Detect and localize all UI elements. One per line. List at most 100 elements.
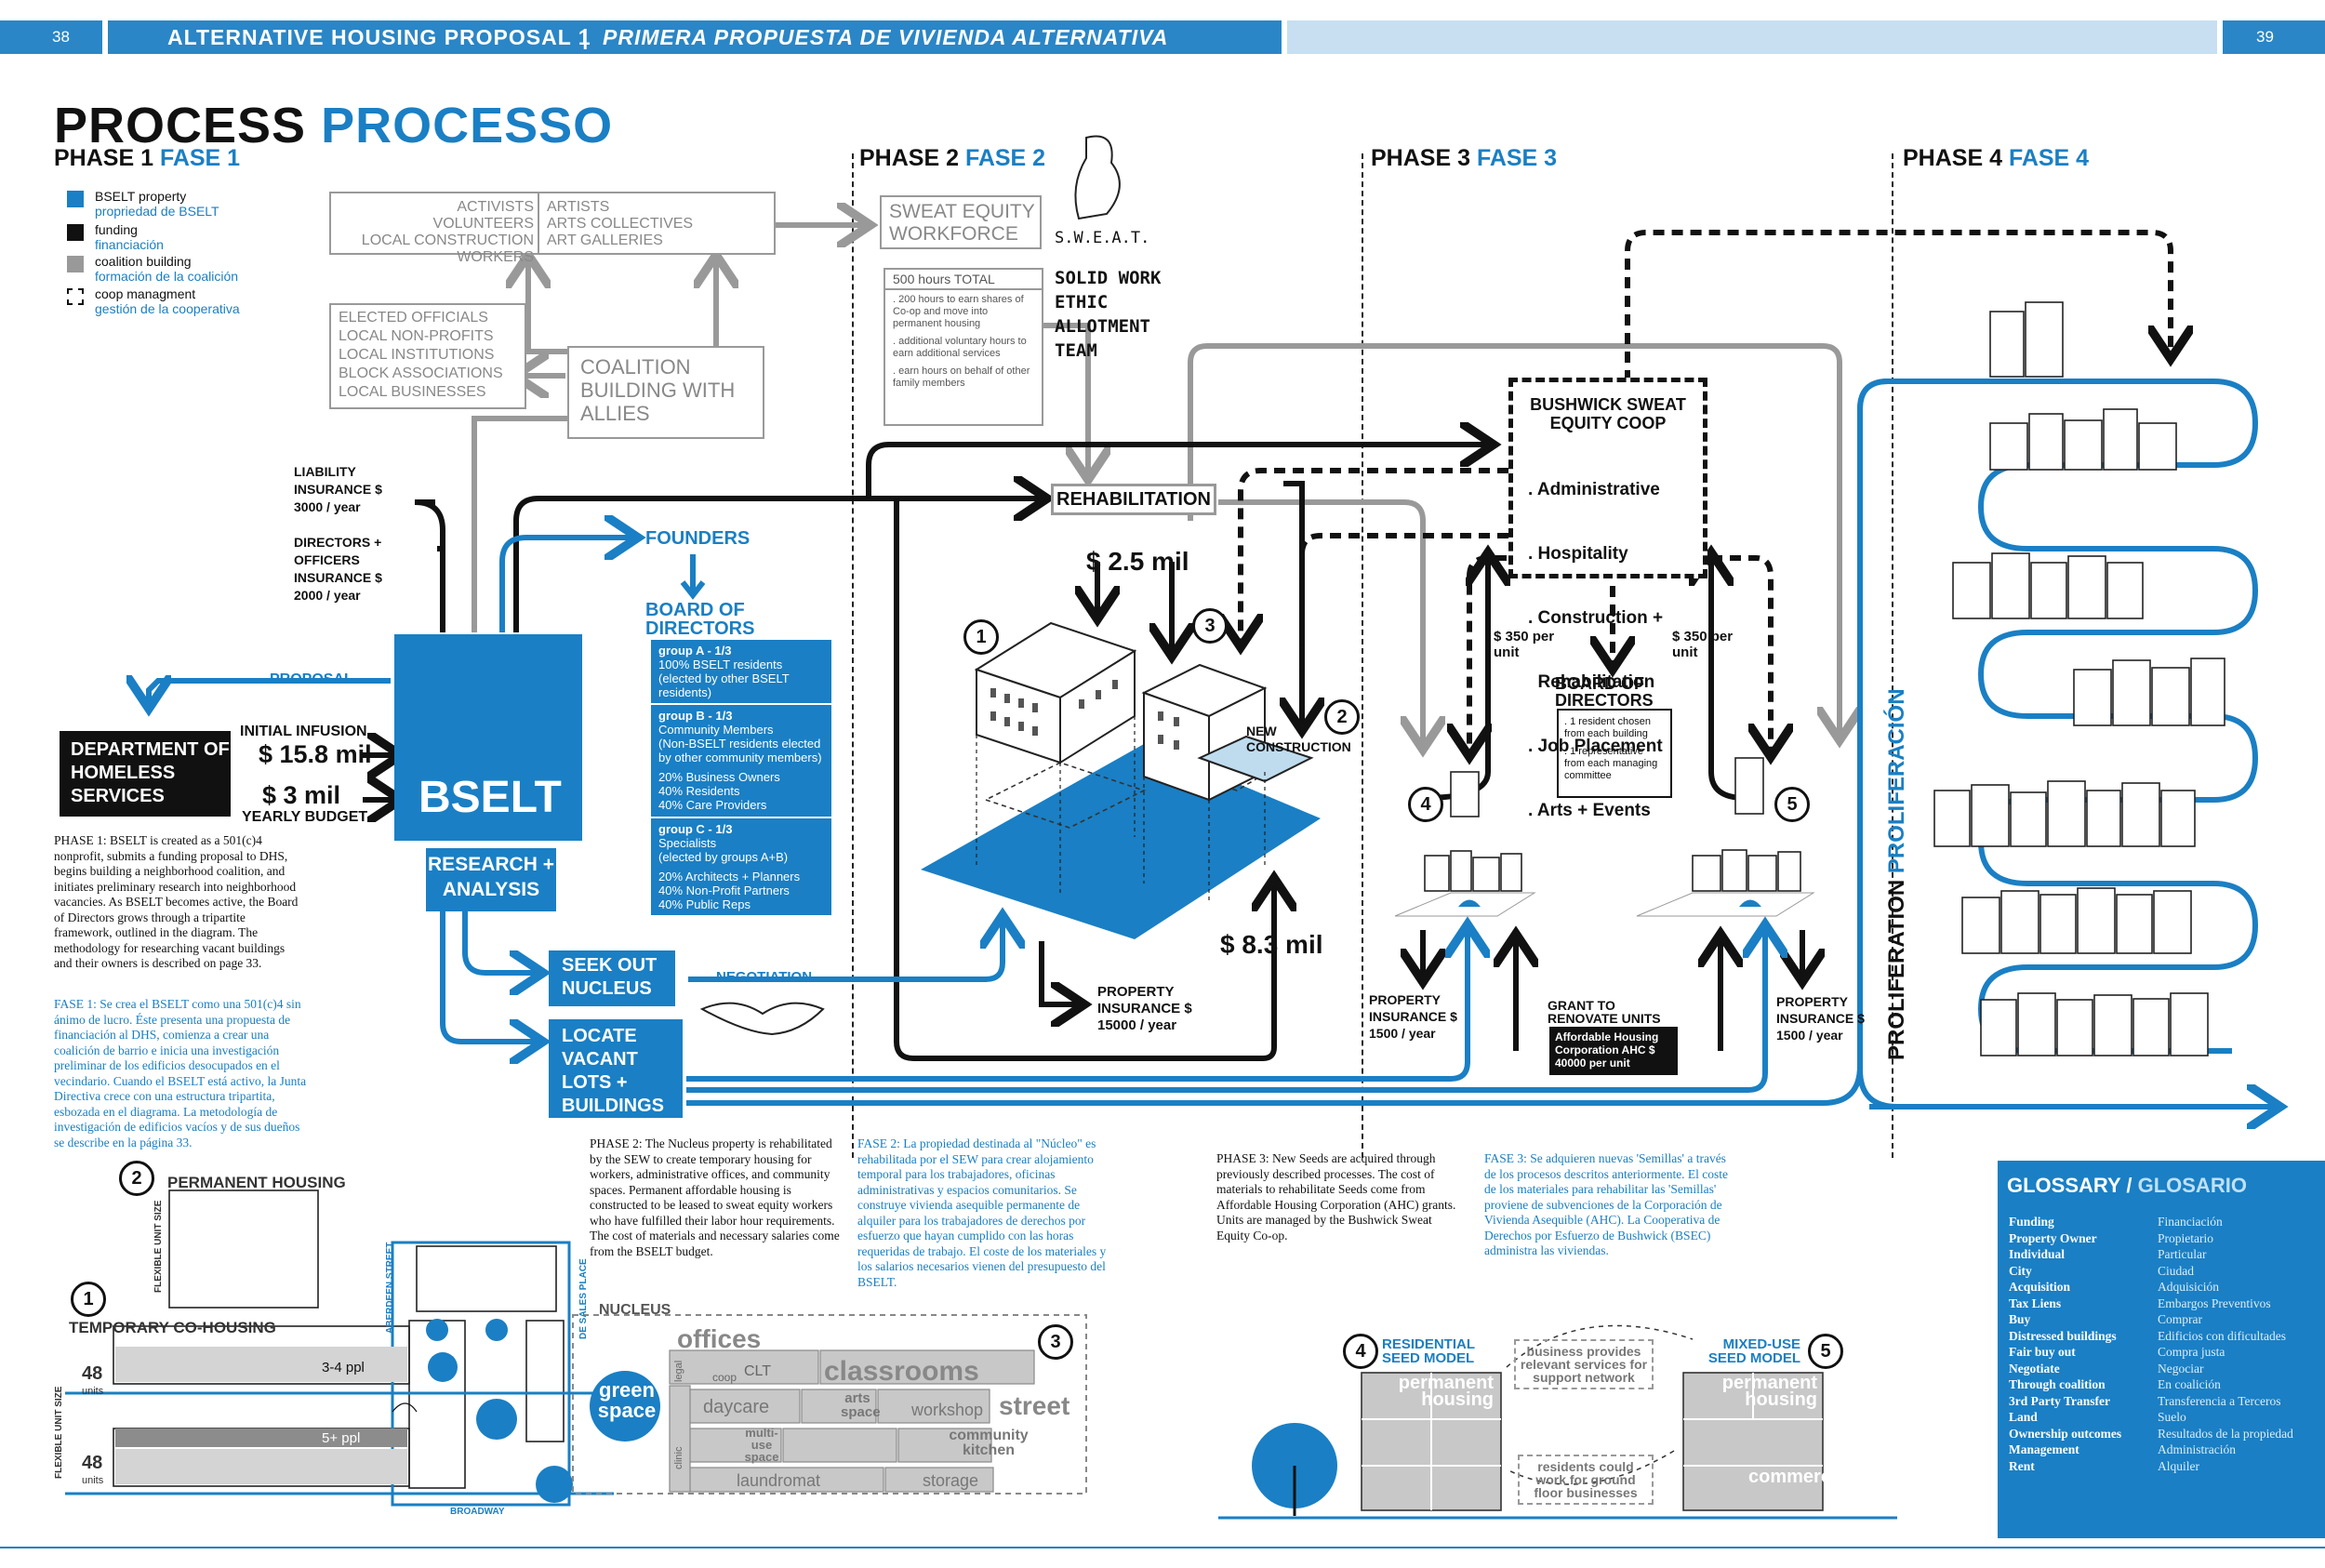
coop-item: . Administrative (1528, 480, 1660, 499)
glossary-term-en: Tax Liens (2009, 1296, 2062, 1310)
page-title-es: PROCESSO (321, 98, 614, 153)
street-aberdeen: ABERDEEN STREET (385, 1242, 395, 1334)
founders-arrow (680, 554, 706, 600)
negotiation-label: NEGOTIATION (716, 969, 813, 985)
glossary-term-en: Land (2009, 1410, 2038, 1424)
glossary-term-en: Management (2009, 1442, 2079, 1456)
board-title: BOARD OF DIRECTORS (645, 600, 755, 639)
initial-infusion-value: $ 15.8 mil (259, 740, 372, 768)
legend-swatch-dashed (67, 288, 84, 305)
header-bar-right (1287, 20, 2217, 54)
elected-line: LOCAL NON-PROFITS (339, 328, 494, 344)
coalition-activists-box: ACTIVISTS VOLUNTEERS LOCAL CONSTRUCTION … (329, 192, 776, 265)
program-kitchen: community kitchen (949, 1428, 1029, 1458)
units-value-2: 48 (82, 1453, 103, 1473)
ahc-box: Affordable Housing Corporation AHC $ 400… (1549, 1027, 1678, 1075)
program-offices: offices (677, 1324, 762, 1353)
phase-divider-2 (852, 153, 854, 1158)
glossary-term-en: Fair buy out (2009, 1345, 2076, 1359)
glossary-title: GLOSSARY / GLOSARIO (2007, 1174, 2247, 1197)
seek-nucleus-box: SEEK OUT NUCLEUS (549, 950, 675, 1006)
elected-line: LOCAL BUSINESSES (339, 384, 486, 400)
legend-swatch-black (67, 224, 84, 241)
proliferation-label: PROLIFERATION PROLIFERACIÓN (1884, 688, 1909, 1060)
glossary-term-es: Financiación (2158, 1215, 2223, 1229)
coop-title: BUSHWICK SWEAT EQUITY COOP (1530, 395, 1686, 432)
residential-seed-label: RESIDENTIAL SEED MODEL (1382, 1336, 1475, 1366)
program-legal: legal (673, 1360, 684, 1382)
per-unit-right: $ 350 per unit (1672, 629, 1734, 660)
coalition-elected-box: ELECTED OFFICIALS LOCAL NON-PROFITS LOCA… (329, 303, 526, 409)
program-arts: arts space (841, 1390, 881, 1420)
rehab-value: $ 2.5 mil (1086, 547, 1189, 576)
hours-box: 500 hours TOTAL . 200 hours to earn shar… (884, 268, 1043, 426)
units-label-2: units (82, 1475, 104, 1486)
seed-4-marker: 4 (1408, 787, 1443, 822)
glossary-term-es: Negociar (2158, 1361, 2204, 1375)
proliferation-serpentine (1857, 379, 2269, 1110)
bselt-label: BSELT (418, 773, 562, 822)
yearly-budget-label: YEARLY BUDGET (242, 809, 368, 825)
legend-swatch-blue (67, 191, 84, 207)
street-desales: DE SALES PLACE (578, 1258, 589, 1339)
program-daycare: daycare (703, 1397, 770, 1417)
coalition-line: ARTISTS (547, 199, 610, 215)
rehab-value-2: $ 8.3 mil (1220, 930, 1323, 959)
header-divider: | (582, 25, 590, 49)
elected-line: LOCAL INSTITUTIONS (339, 347, 495, 363)
glossary-term-en: Acquisition (2009, 1280, 2071, 1294)
header-bar-left-num: 38 (0, 20, 102, 54)
glossary-term-es: Administración (2158, 1442, 2236, 1456)
seed-model-4-marker: 4 (1343, 1334, 1378, 1369)
glossary-term-en: Funding (2009, 1215, 2054, 1229)
phase1-text-en: PHASE 1: BSELT is created as a 501(c)4 n… (54, 833, 299, 970)
grant-label: GRANT TO RENOVATE UNITS (1548, 998, 1661, 1026)
permanent-housing-label: PERMANENT HOUSING (167, 1174, 346, 1191)
coop-item: Rehabilitation (1528, 672, 1655, 692)
site-1-marker: 1 (963, 619, 999, 655)
program-green: green space (597, 1378, 657, 1422)
units-value-1: 48 (82, 1363, 103, 1384)
coalition-line: ACTIVISTS (457, 199, 534, 215)
phase-4-heading: PHASE 4 FASE 4 (1903, 145, 2090, 171)
program-storage: storage (923, 1471, 979, 1490)
rehabilitation-box: REHABILITATION (1051, 484, 1216, 515)
prop-ins-left: PROPERTY INSURANCE $ 1500 / year (1369, 992, 1457, 1041)
header-title-es: PRIMERA PROPUESTA DE VIVIENDA ALTERNATIV… (603, 25, 1169, 49)
flexible-unit-label-2: FLEXIBLE UNIT SIZE (54, 1386, 64, 1479)
page-title: PROCESS PROCESSO (54, 97, 613, 154)
plan-2-marker: 2 (119, 1161, 154, 1196)
seed-model-5-marker: 5 (1808, 1334, 1843, 1369)
glossary-term-en: Individual (2009, 1247, 2066, 1261)
glossary-term-en: 3rd Party Transfer (2009, 1393, 2110, 1408)
program-multi: multi-use space (744, 1426, 779, 1464)
new-construction-label: NEW CONSTRUCTION (1246, 724, 1351, 754)
page-title-en: PROCESS (54, 98, 307, 153)
hours-item: . 200 hours to earn shares of Co-op and … (893, 294, 1024, 329)
glossary-term-es: Transferencia a Terceros (2158, 1393, 2281, 1408)
program-clinic: clinic (673, 1446, 684, 1469)
coop-board-box: . 1 resident chosen from each building. … (1557, 709, 1672, 798)
research-box: RESEARCH + ANALYSIS (426, 848, 556, 911)
program-clt: CLT (744, 1363, 772, 1379)
glossary-term-es: Resultados de la propiedad (2158, 1426, 2293, 1441)
plan-1-marker: 1 (71, 1282, 106, 1317)
mixed-seed-label: MIXED-USE SEED MODEL (1707, 1336, 1800, 1366)
phase1-text-es: FASE 1: Se crea el BSELT como una 501(c)… (54, 997, 307, 1149)
glossary-term-en: Buy (2009, 1312, 2031, 1326)
prop-ins-right: PROPERTY INSURANCE $ 1500 / year (1776, 994, 1865, 1043)
glossary-term-en: Distressed buildings (2009, 1328, 2117, 1343)
ppl-b-label: 5+ ppl (322, 1430, 361, 1446)
hours-item: . earn hours on behalf of other family m… (893, 365, 1030, 389)
coop-box: BUSHWICK SWEAT EQUITY COOP . Administrat… (1508, 378, 1707, 820)
coalition-line: ART GALLERIES (547, 233, 663, 248)
phase3-text-es: FASE 3: Se adquieren nuevas 'Semillas' a… (1484, 1151, 1729, 1257)
perm-housing-mixed: permanent housing (1721, 1373, 1817, 1410)
glossary-term-es: En coalición (2158, 1377, 2221, 1391)
street-broadway: BROADWAY (450, 1507, 505, 1517)
phase-divider-3 (1362, 153, 1363, 1158)
rehabilitation-label: REHABILITATION (1056, 489, 1211, 510)
board-group-a: group A - 1/3 100% BSELT residents(elect… (651, 640, 831, 703)
commercial-label: commercial (1748, 1467, 1853, 1487)
